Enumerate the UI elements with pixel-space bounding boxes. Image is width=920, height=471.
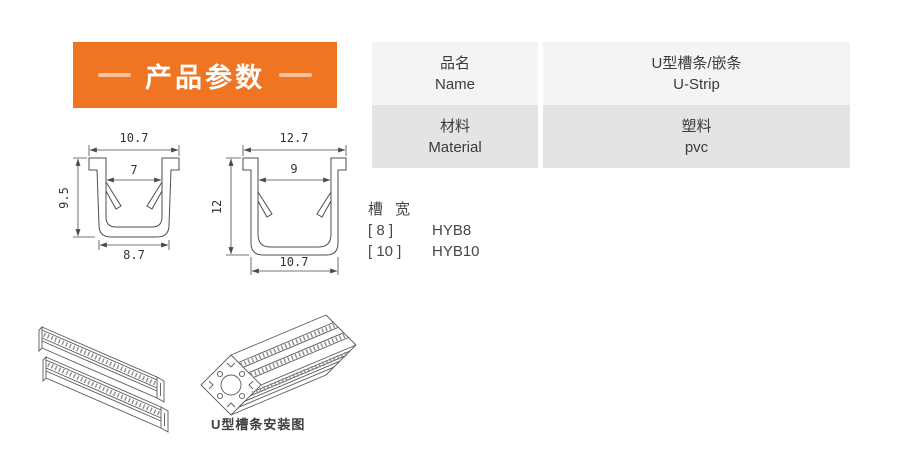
slot-model: HYB10 xyxy=(432,243,480,260)
center-bore xyxy=(220,374,242,396)
name-label-cn: 品名 xyxy=(439,54,470,72)
dim-bottom-width: 10.7 xyxy=(280,255,309,269)
dim-inner-width: 9 xyxy=(290,162,297,176)
cross-section-small: 10.7 7 9.5 8.7 xyxy=(58,122,188,262)
cross-section-large: 12.7 9 12 10.7 xyxy=(210,122,360,284)
strip-serration xyxy=(43,332,158,387)
profile-installation-illustration xyxy=(193,298,361,423)
strip-serration xyxy=(47,362,162,417)
installation-caption: U型槽条安装图 xyxy=(211,417,306,432)
slot-size: [ 8 ] xyxy=(368,222,394,239)
name-value-en: U-Strip xyxy=(673,75,720,93)
slot-option-row: [ 8 ] HYB8 xyxy=(368,220,480,241)
dim-height: 12 xyxy=(210,200,224,214)
section-banner: 产品参数 xyxy=(73,42,337,108)
table-row-name: 品名 Name U型槽条/嵌条 U-Strip xyxy=(372,42,850,105)
dim-height: 9.5 xyxy=(58,187,71,209)
name-label-cell: 品名 Name xyxy=(372,42,538,105)
dim-bottom-width: 8.7 xyxy=(123,248,145,262)
slot-option-row: [ 10 ] HYB10 xyxy=(368,241,480,262)
material-label-en: Material xyxy=(428,138,482,156)
cross-section-large-svg: 12.7 9 12 10.7 xyxy=(210,131,347,275)
dim-top-width: 10.7 xyxy=(120,131,149,145)
material-label-cell: 材料 Material xyxy=(372,105,538,168)
u-strips-illustration xyxy=(33,311,253,433)
dimension-lines xyxy=(73,145,180,250)
banner-dash-right xyxy=(279,73,312,77)
name-value-cn: U型槽条/嵌条 xyxy=(651,54,742,72)
material-value-cell: 塑料 pvc xyxy=(543,105,850,168)
material-value-cn: 塑料 xyxy=(681,117,712,135)
u-channel-profile xyxy=(88,157,180,238)
cross-section-small-svg: 10.7 7 9.5 8.7 xyxy=(58,131,180,262)
name-value-cell: U型槽条/嵌条 U-Strip xyxy=(543,42,850,105)
dim-top-width: 12.7 xyxy=(280,131,309,145)
dim-inner-width: 7 xyxy=(130,163,137,177)
left-barb xyxy=(257,191,273,218)
u-channel-profile xyxy=(242,157,347,256)
column-gap xyxy=(538,42,543,105)
right-barb xyxy=(146,181,163,210)
u-strips-svg xyxy=(38,325,169,433)
table-row-material: 材料 Material 塑料 pvc xyxy=(372,105,850,168)
slot-width-heading: 槽 宽 xyxy=(368,201,415,218)
name-label-en: Name xyxy=(434,75,475,93)
slot-width-spec: 槽 宽 [ 8 ] HYB8 [ 10 ] HYB10 xyxy=(368,199,480,262)
slot-size: [ 10 ] xyxy=(368,243,402,260)
column-gap xyxy=(538,105,543,168)
banner-title: 产品参数 xyxy=(145,62,265,93)
slot-model: HYB8 xyxy=(432,222,472,239)
spec-table: 品名 Name U型槽条/嵌条 U-Strip 材料 Material 塑料 p… xyxy=(372,42,850,168)
material-label-cn: 材料 xyxy=(439,117,470,135)
material-value-en: pvc xyxy=(684,138,709,156)
banner-dash-left xyxy=(98,73,131,77)
dimension-lines xyxy=(226,145,347,275)
left-barb xyxy=(105,181,122,210)
installed-strip xyxy=(238,360,340,408)
profile-svg xyxy=(200,314,357,416)
right-barb xyxy=(316,191,332,218)
